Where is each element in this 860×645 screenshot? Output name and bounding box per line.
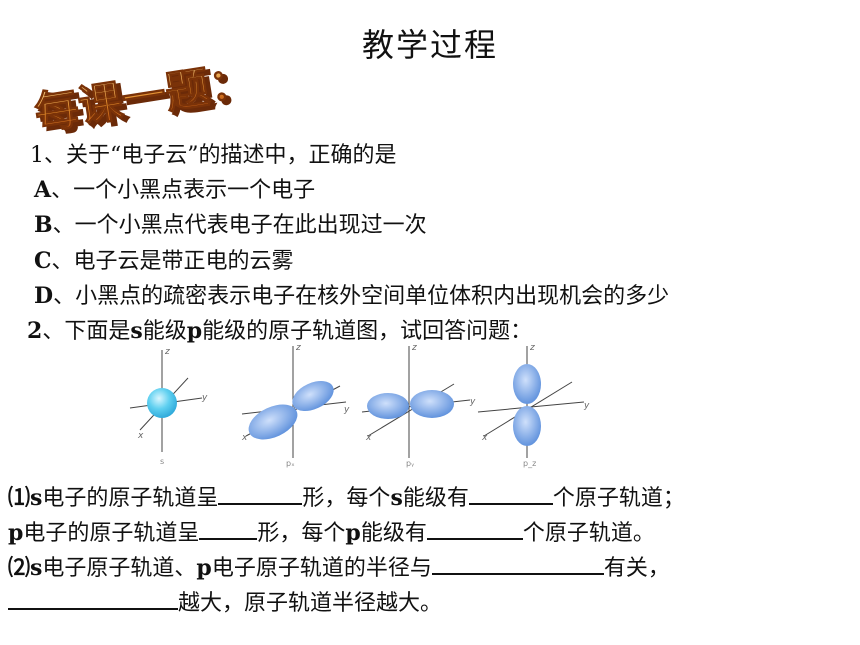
- part-text: 电子的原子轨道呈: [42, 486, 219, 511]
- px-orbital-figure: z y x pₓ: [241, 343, 350, 468]
- option-letter: C: [34, 248, 52, 274]
- caption-pz: p_z: [523, 459, 536, 468]
- answer-blank[interactable]: [8, 588, 178, 610]
- part-text: 能级有: [360, 521, 427, 546]
- p-letter: p: [186, 318, 203, 344]
- question-2-stem: 2、下面是s能级p能级的原子轨道图，试回答问题：: [27, 313, 532, 345]
- part-text: 形，每个: [302, 486, 391, 511]
- question-number: 2: [27, 318, 43, 344]
- axis-label-z: z: [164, 347, 170, 357]
- daily-question-stamp: 每课一题： 每课一题：: [30, 55, 262, 145]
- axis-label-z: z: [411, 343, 417, 353]
- part-text: 个原子轨道。: [522, 521, 655, 546]
- option-b: B、一个小黑点代表电子在此出现过一次: [34, 207, 427, 239]
- axis-label-y: y: [469, 397, 476, 407]
- option-text: 、小黑点的疏密表示电子在核外空间单位体积内出现机会的多少: [53, 284, 670, 309]
- stem-text: 、下面是: [42, 319, 131, 344]
- option-letter: A: [34, 177, 52, 203]
- s-letter: s: [30, 485, 43, 511]
- part-number: ⑴: [8, 485, 31, 511]
- s-orbital-sphere: [147, 388, 177, 418]
- option-text: 、电子云是带正电的云雾: [51, 249, 294, 274]
- py-orbital-figure: z y x pᵧ: [361, 343, 476, 468]
- caption-s: s: [160, 457, 164, 466]
- p-letter: p: [8, 520, 24, 546]
- option-text: 、一个小黑点表示一个电子: [51, 178, 316, 203]
- axis-label-z: z: [295, 343, 301, 353]
- s-letter: s: [30, 555, 43, 581]
- option-a: A、一个小黑点表示一个电子: [34, 172, 315, 204]
- part-text: 有关，: [603, 556, 670, 581]
- part-text: 能级有: [402, 486, 469, 511]
- option-letter: D: [34, 283, 54, 309]
- slide-title: 教学过程: [361, 26, 498, 64]
- answer-blank[interactable]: [426, 518, 523, 540]
- axis-label-y: y: [201, 393, 208, 403]
- question-1-stem: 1、关于“电子云”的描述中，正确的是: [30, 143, 397, 168]
- part-text: 个原子轨道；: [552, 486, 685, 511]
- part-text: 电子的原子轨道呈: [23, 521, 200, 546]
- caption-py: pᵧ: [406, 459, 414, 468]
- stem-text: 能级: [142, 319, 187, 344]
- pz-orbital-figure: z y x p_z: [477, 343, 590, 468]
- part-1-line-2: p电子的原子轨道呈形，每个p能级有个原子轨道。: [8, 515, 655, 547]
- option-letter: B: [34, 212, 53, 238]
- axis-label-z: z: [529, 343, 535, 353]
- s-letter: s: [130, 318, 143, 344]
- part-text: 电子原子轨道、: [42, 556, 197, 581]
- caption-px: pₓ: [286, 459, 295, 468]
- stem-text: 能级的原子轨道图，试回答问题：: [202, 319, 533, 344]
- part-text: 形，每个: [257, 521, 346, 546]
- s-letter: s: [390, 485, 403, 511]
- answer-blank[interactable]: [218, 483, 303, 505]
- part-number: ⑵: [8, 555, 31, 581]
- orbital-diagram: z y x s z y x pₓ z y x pᵧ: [118, 340, 608, 480]
- answer-blank[interactable]: [199, 518, 258, 540]
- axis-label-x: x: [365, 433, 372, 443]
- answer-blank[interactable]: [431, 553, 604, 575]
- option-c: C、电子云是带正电的云雾: [34, 243, 294, 275]
- axis-label-x: x: [481, 433, 488, 443]
- axis-label-y: y: [583, 401, 590, 411]
- part-text: 电子原子轨道的半径与: [211, 556, 432, 581]
- part-2-line-2: 越大，原子轨道半径越大。: [8, 585, 442, 617]
- s-orbital-figure: z y x s: [129, 347, 208, 466]
- part-1-line-1: ⑴s电子的原子轨道呈形，每个s能级有个原子轨道；: [8, 480, 685, 512]
- p-letter: p: [196, 555, 212, 581]
- part-text: 越大，原子轨道半径越大。: [178, 591, 443, 616]
- answer-blank[interactable]: [468, 483, 553, 505]
- option-text: 、一个小黑点代表电子在此出现过一次: [52, 213, 427, 238]
- p-letter: p: [345, 520, 361, 546]
- option-d: D、小黑点的疏密表示电子在核外空间单位体积内出现机会的多少: [34, 278, 669, 310]
- part-2-line-1: ⑵s电子原子轨道、p电子原子轨道的半径与 有关，: [8, 550, 670, 582]
- axis-label-x: x: [241, 433, 248, 443]
- axis-label-x: x: [137, 431, 144, 441]
- axis-label-y: y: [343, 405, 350, 415]
